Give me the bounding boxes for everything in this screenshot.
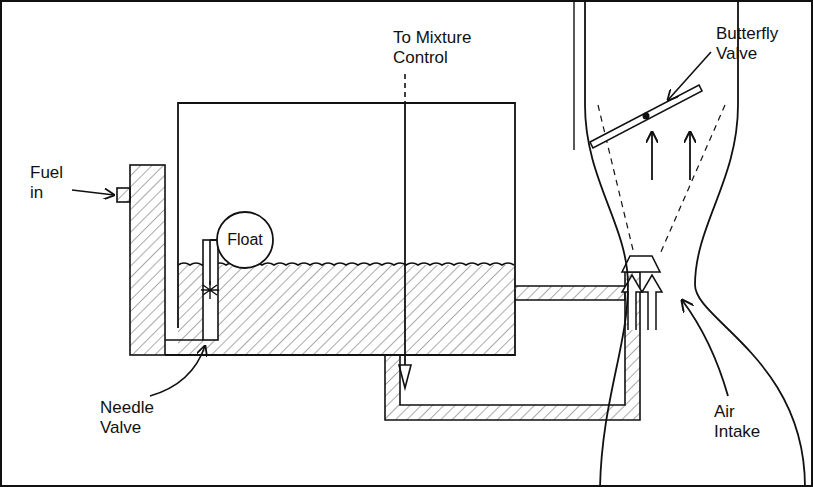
leader-arrow bbox=[150, 346, 205, 396]
mixture-needle bbox=[404, 103, 406, 365]
leader-arrow bbox=[72, 190, 114, 195]
intake-arrow bbox=[682, 300, 728, 396]
label-text: Needle Valve bbox=[100, 398, 154, 437]
part-label: Air Intake bbox=[714, 402, 772, 441]
part-label: Butterfly Valve bbox=[716, 24, 800, 63]
bowl-outline bbox=[165, 103, 515, 355]
venturi-wall bbox=[695, 0, 805, 487]
fuel-flow-arrow bbox=[642, 275, 662, 330]
butterfly-plate bbox=[590, 85, 702, 148]
venturi-cone bbox=[660, 105, 725, 254]
node-text: Float bbox=[227, 231, 263, 249]
fuel-inlet bbox=[117, 188, 130, 202]
part-label: Fuel in bbox=[30, 163, 76, 202]
label-text: Air Intake bbox=[714, 402, 760, 441]
upper-fuel-channel bbox=[515, 286, 625, 300]
mixture-line-dashed bbox=[404, 74, 406, 103]
needle-valve-seat bbox=[201, 281, 219, 299]
butterfly-pivot bbox=[643, 113, 650, 120]
leader-arrow bbox=[668, 52, 711, 100]
airflow-arrow bbox=[689, 132, 691, 180]
airflow-arrow bbox=[651, 132, 653, 180]
bowl-wall bbox=[130, 165, 165, 355]
float-circle: Float bbox=[216, 211, 274, 269]
venturi-wall bbox=[585, 0, 628, 487]
needle-stem bbox=[209, 240, 211, 285]
fuel-passage bbox=[165, 339, 203, 341]
label-text: Butterfly Valve bbox=[716, 24, 778, 63]
part-label: To Mixture Control bbox=[393, 28, 485, 67]
duct-wall bbox=[573, 0, 574, 150]
label-text: Fuel in bbox=[30, 163, 63, 202]
fuel-body bbox=[178, 265, 515, 355]
part-label: Needle Valve bbox=[100, 398, 164, 437]
float-shape bbox=[217, 212, 273, 268]
label-text: To Mixture Control bbox=[393, 28, 471, 67]
main-fuel-channel bbox=[385, 272, 640, 420]
